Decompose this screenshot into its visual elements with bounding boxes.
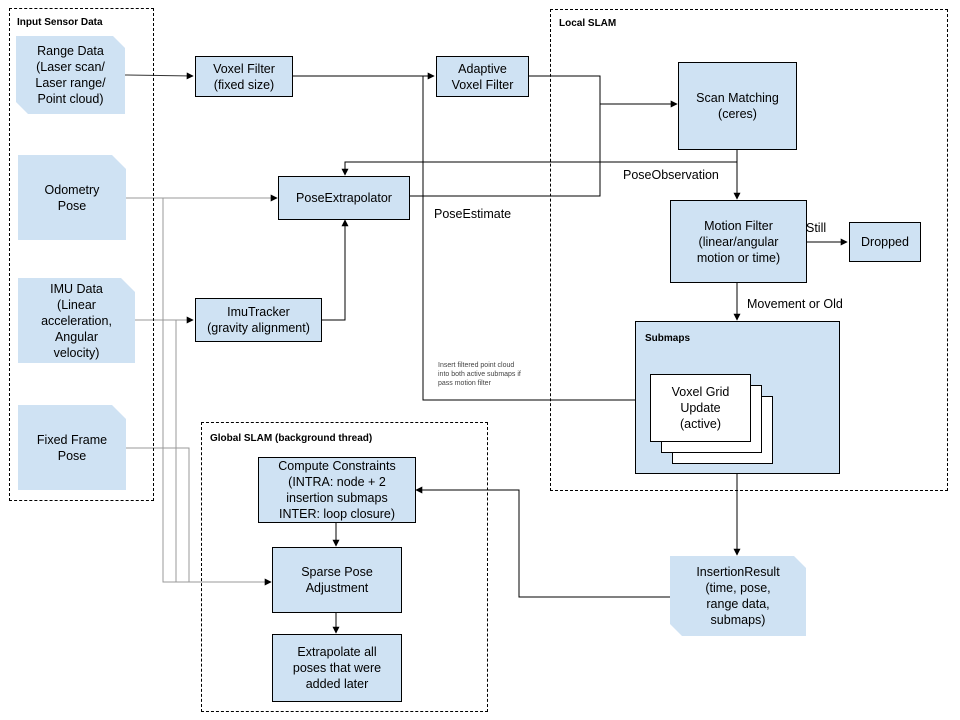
insert-note: Insert filtered point cloud into both ac… [438,362,521,387]
dropped: Dropped [849,222,921,262]
submaps-label: Submaps [645,333,691,344]
scan-matching: Scan Matching (ceres) [678,62,797,150]
voxel-grid-update: Voxel Grid Update (active) [650,374,751,442]
odometry-pose-input: Odometry Pose [18,155,126,240]
edge-adaptive-to-scan [528,75,678,108]
local-slam-group: Local SLAM [550,9,948,491]
imu-data-input: IMU Data (Linear acceleration, Angular v… [18,278,135,363]
edge-odometry-to-sparse [162,198,272,586]
compute-constraints: Compute Constraints (INTRA: node + 2 ins… [258,457,416,523]
edge-scan-to-extrap [341,150,738,176]
input-sensor-group-label: Input Sensor Data [17,17,103,28]
edge-fixed-to-sparse [126,447,190,582]
global-slam-group: Global SLAM (background thread) [201,422,488,712]
edge-range-to-voxel [124,72,194,80]
voxel-filter: Voxel Filter (fixed size) [195,56,293,97]
edge-voxel-to-voxelgrid [422,76,648,404]
insertion-result: InsertionResult (time, pose, range data,… [670,556,806,636]
pose-observation-label: PoseObservation [623,168,719,182]
extrapolate-all-poses: Extrapolate all poses that were added la… [272,634,402,702]
motion-filter: Motion Filter (linear/angular motion or … [670,200,807,283]
movement-or-old-label: Movement or Old [747,297,843,311]
edge-insertion-to-constraints [415,486,670,598]
global-slam-group-label: Global SLAM (background thread) [210,433,373,444]
fixed-frame-pose-input: Fixed Frame Pose [18,405,126,490]
pose-estimate-label: PoseEstimate [434,207,512,221]
edge-imu-to-extrap [322,219,349,321]
adaptive-voxel-filter: Adaptive Voxel Filter [436,56,529,97]
pose-extrapolator: PoseExtrapolator [278,176,410,220]
range-data-input: Range Data (Laser scan/ Laser range/ Poi… [16,36,125,114]
sparse-pose-adjustment: Sparse Pose Adjustment [272,547,402,613]
imu-tracker: ImuTracker (gravity alignment) [195,298,322,342]
input-sensor-group: Input Sensor Data [9,8,154,501]
local-slam-group-label: Local SLAM [559,18,617,29]
still-label: Still [806,221,827,235]
edge-extrap-to-scan [410,104,601,197]
